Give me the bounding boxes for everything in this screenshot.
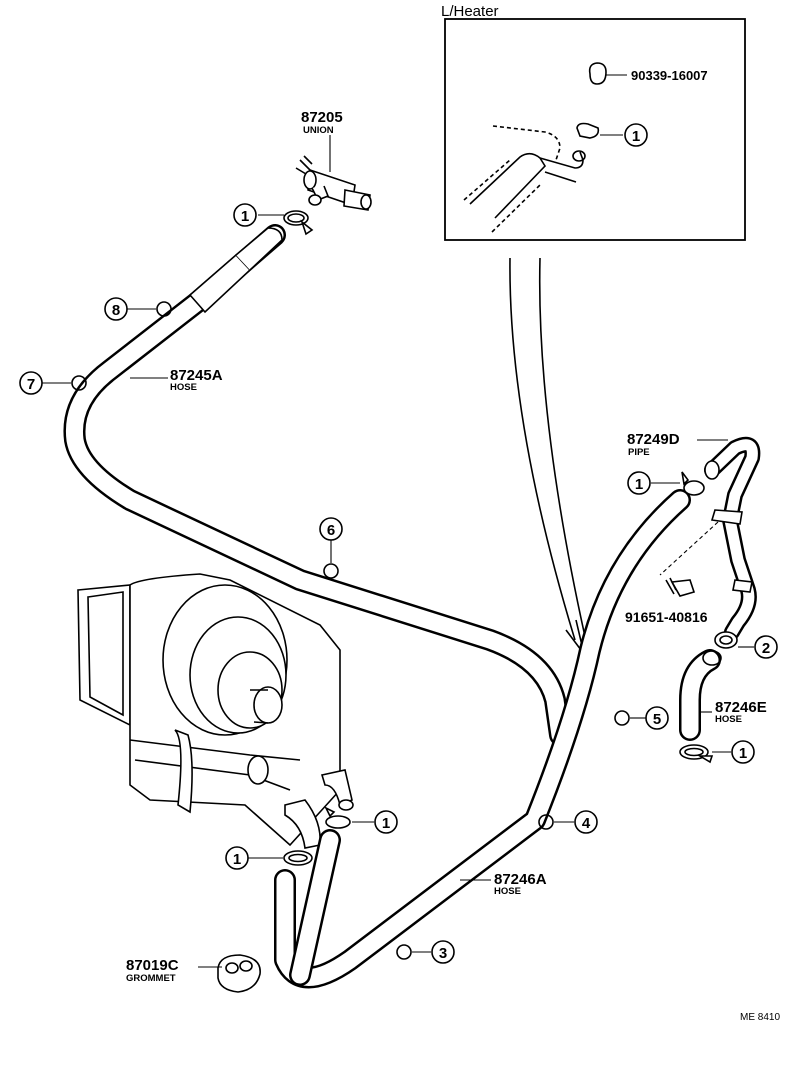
clamp-icon bbox=[283, 850, 313, 866]
callout-3-text: 3 bbox=[439, 945, 447, 962]
hose-87246a bbox=[274, 489, 691, 989]
callout-1-union bbox=[233, 203, 257, 227]
hose-a-part-number: 87245A bbox=[170, 367, 223, 384]
leader-line bbox=[659, 521, 719, 576]
clamp-icon bbox=[679, 744, 714, 764]
callout-1-pipe-text: 1 bbox=[635, 476, 643, 493]
grommet-ring-icon bbox=[538, 814, 554, 830]
hose-b-part-number: 87246A bbox=[494, 871, 547, 888]
hose-87245a bbox=[63, 224, 571, 746]
callout-5-text: 5 bbox=[653, 711, 661, 728]
pipe-part-name: PIPE bbox=[628, 447, 650, 458]
hose-sleeve bbox=[188, 227, 283, 314]
inset-title: L/Heater bbox=[441, 3, 499, 20]
union-87205 bbox=[295, 155, 372, 211]
grommet-ring-icon bbox=[323, 563, 339, 579]
bolt-icon bbox=[665, 577, 696, 597]
grommet-ring-icon bbox=[614, 710, 630, 726]
inset-l-heater: L/Heater 90339-16007 1 bbox=[441, 3, 746, 241]
callout-2 bbox=[754, 635, 778, 659]
bolt-part-number: 91651-40816 bbox=[625, 609, 708, 625]
clamp-icon bbox=[714, 631, 738, 649]
clamp-icon bbox=[283, 210, 314, 236]
callout-1-heater bbox=[374, 810, 398, 834]
hose-b-part-name: HOSE bbox=[494, 886, 521, 897]
callout-1-pipe bbox=[627, 471, 651, 495]
inset-pipe-icon bbox=[463, 122, 600, 233]
grommet-ring-icon bbox=[71, 375, 87, 391]
union-part-number: 87205 bbox=[301, 109, 343, 126]
callout-3 bbox=[431, 940, 455, 964]
pipe-87249d bbox=[704, 436, 761, 640]
callout-1-heater-text: 1 bbox=[382, 815, 390, 832]
callout-2-text: 2 bbox=[762, 640, 770, 657]
callout-7-text: 7 bbox=[27, 376, 35, 393]
hose-e-part-number: 87246E bbox=[715, 699, 767, 716]
callout-circle bbox=[624, 123, 648, 147]
inset-part-number: 90339-16007 bbox=[631, 68, 708, 83]
grommet-part-number: 87019C bbox=[126, 957, 179, 974]
callout-1-hose-e-text: 1 bbox=[739, 745, 747, 762]
callout-4-text: 4 bbox=[582, 815, 591, 832]
callout-5 bbox=[645, 706, 669, 730]
grommet-part-name: GROMMET bbox=[126, 973, 176, 984]
hose-a-part-name: HOSE bbox=[170, 382, 197, 393]
callout-4 bbox=[574, 810, 598, 834]
clamp-icon bbox=[324, 806, 351, 829]
clamp-icon bbox=[681, 471, 705, 496]
heater-unit bbox=[77, 573, 354, 849]
grommet-ring-icon bbox=[396, 944, 412, 960]
inset-frame bbox=[444, 18, 746, 241]
diagram-reference-code: ME 8410 bbox=[740, 1012, 780, 1023]
inset-pointer-arrow bbox=[509, 257, 589, 655]
grommet-icon bbox=[217, 954, 261, 993]
callout-1-lower bbox=[225, 846, 249, 870]
callout-6-text: 6 bbox=[327, 522, 335, 539]
hose-87246e bbox=[679, 649, 722, 741]
pipe-part-number: 87249D bbox=[627, 431, 680, 448]
cap-icon bbox=[588, 62, 607, 85]
inset-callout-number: 1 bbox=[632, 128, 640, 145]
callout-1-hose-e bbox=[731, 740, 755, 764]
union-part-name: UNION bbox=[303, 125, 334, 136]
callout-1-lower-text: 1 bbox=[233, 851, 241, 868]
grommet-ring-icon bbox=[156, 301, 172, 317]
callout-8-text: 8 bbox=[112, 302, 120, 319]
hose-e-part-name: HOSE bbox=[715, 714, 742, 725]
callout-1-union-text: 1 bbox=[241, 208, 249, 225]
